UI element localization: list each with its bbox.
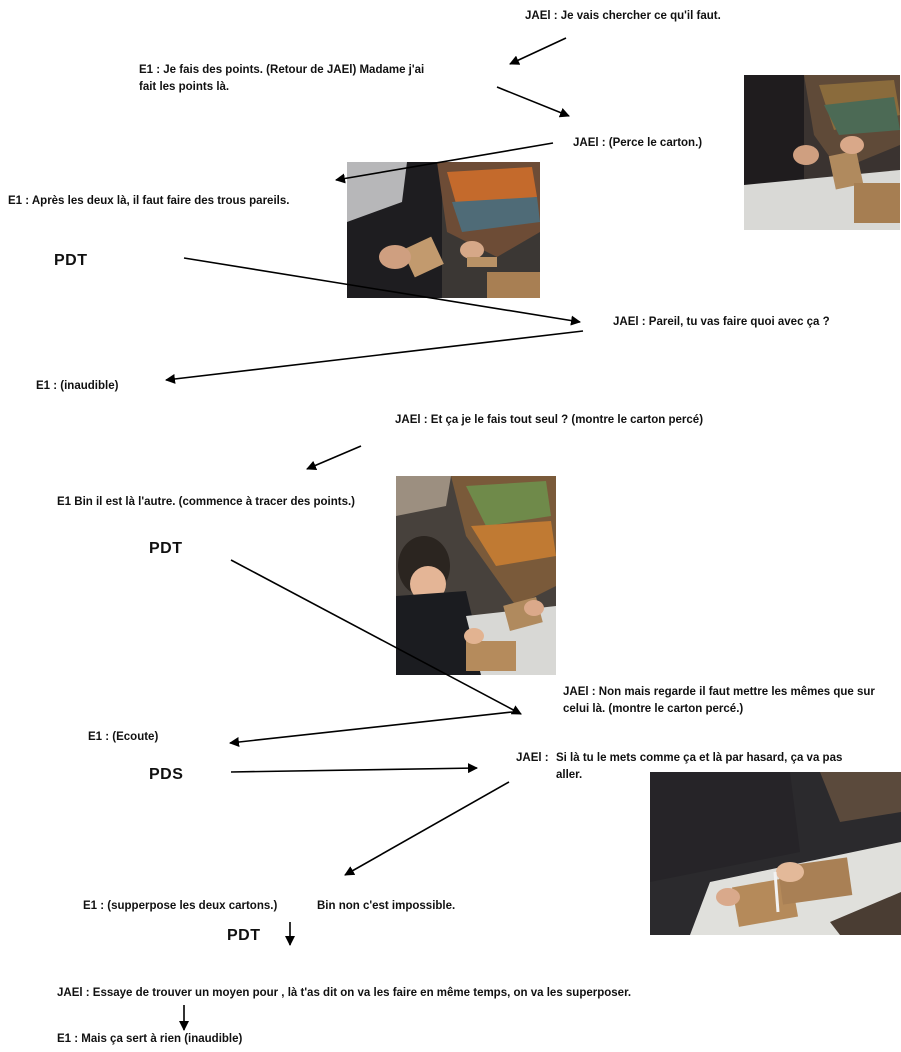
code-label: PDT	[227, 927, 261, 944]
dialogue-line: JAEl : Essaye de trouver un moyen pour ,…	[57, 987, 632, 999]
dialogue-line: E1 : (inaudible)	[36, 380, 119, 392]
code-label: PDT	[149, 540, 183, 557]
dialogue-speaker: JAEl :	[516, 752, 549, 764]
photo-3	[396, 476, 556, 675]
arrow	[306, 445, 362, 471]
dialogue-line: JAEl : Non mais regarde il faut mettre l…	[563, 686, 875, 715]
arrow	[183, 257, 581, 326]
dialogue-line: JAEl : Pareil, tu vas faire quoi avec ça…	[613, 316, 830, 328]
dialogue-line: Bin non c'est impossible.	[317, 900, 456, 912]
arrow	[496, 86, 570, 118]
dialogue-line: E1 : Je fais des points. (Retour de JAEl…	[139, 64, 425, 93]
dialogue-line: JAEl : (Perce le carton.)	[573, 137, 703, 149]
photo-4	[650, 772, 901, 935]
dialogue-line: Si là tu le mets comme ça et là par hasa…	[556, 752, 843, 781]
photo-2	[347, 162, 540, 298]
dialogue-line: E1 : (Ecoute)	[88, 731, 159, 743]
photo-1	[744, 75, 900, 230]
dialogue-line: E1 : (supperpose les deux cartons.)	[83, 900, 278, 912]
arrow	[165, 330, 584, 384]
arrow	[509, 37, 567, 65]
dialogue-line: E1 Bin il est là l'autre. (commence à tr…	[57, 496, 356, 508]
code-label: PDT	[54, 252, 88, 269]
code-label: PDS	[149, 766, 184, 783]
dialogue-line: E1 : Mais ça sert à rien (inaudible)	[57, 1033, 243, 1045]
dialogue-line: JAEl : Je vais chercher ce qu'il faut.	[525, 10, 721, 22]
dialogue-line: E1 : Après les deux là, il faut faire de…	[8, 195, 290, 207]
arrow	[344, 781, 510, 876]
arrow	[230, 559, 522, 715]
arrow	[335, 142, 554, 184]
dialogue-line: JAEl : Et ça je le fais tout seul ? (mon…	[395, 414, 704, 426]
arrow	[230, 763, 478, 774]
arrow	[229, 711, 513, 747]
